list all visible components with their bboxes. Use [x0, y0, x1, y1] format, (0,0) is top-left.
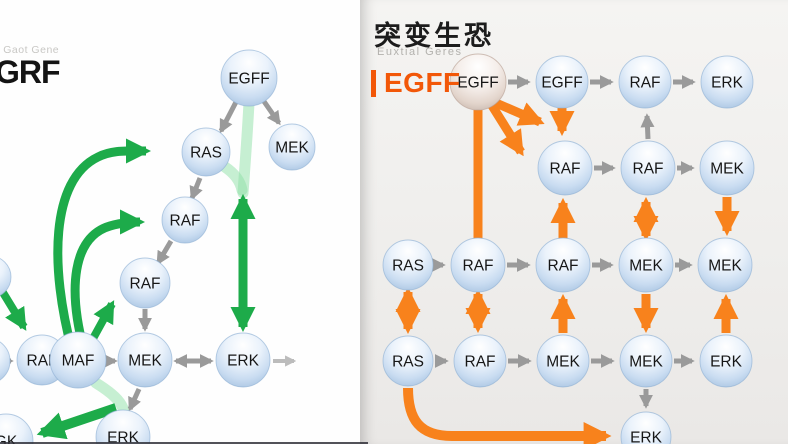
node-label: EGFF — [228, 71, 269, 88]
node-raf: RAF — [618, 55, 672, 109]
arrow-orange — [487, 101, 525, 157]
node-label: RAF — [633, 161, 664, 178]
right-panel-title: 突变生恐 — [374, 21, 494, 51]
node-erk: ERK — [215, 332, 271, 388]
node-gk: GK — [0, 413, 34, 444]
node-ras: RAS — [382, 239, 434, 291]
node-unlabeled — [0, 258, 12, 296]
arrow-gray — [218, 100, 239, 134]
badge-gene-label: EGFF — [384, 67, 461, 98]
node-mek: MEK — [536, 334, 590, 388]
node-raf: RAF — [620, 140, 676, 196]
node-unlabeled — [0, 341, 11, 381]
node-label: EGFF — [541, 75, 582, 92]
node-label: ERK — [711, 75, 744, 92]
arrow-light-green — [90, 377, 130, 417]
node-label: MEK — [546, 354, 580, 371]
node-label: RAS — [392, 354, 424, 371]
node-raf: RAF — [119, 257, 171, 309]
arrow-light-green — [219, 161, 248, 196]
node-label: ERK — [710, 354, 743, 371]
arrow-green — [53, 138, 152, 352]
node-erk: ERK — [620, 411, 672, 444]
node-mek: MEK — [697, 237, 753, 293]
node-maf: MAF — [49, 331, 107, 389]
node-mek: MEK — [619, 334, 673, 388]
node-label: GK — [0, 434, 18, 444]
node-label: MEK — [275, 140, 309, 157]
arrow-green — [0, 288, 28, 331]
node-ras: RAS — [382, 335, 434, 387]
left-panel-subtitle: j Gaot Gene — [0, 44, 60, 56]
node-erk: ERK — [700, 55, 754, 109]
node-label: RAS — [392, 258, 424, 275]
left-panel-title: GRF — [0, 54, 61, 90]
node-label: RAF — [465, 354, 496, 371]
node-mek: MEK — [618, 237, 674, 293]
arrow-green — [70, 209, 146, 352]
node-raf: RAF — [537, 140, 593, 196]
node-label: ERK — [107, 430, 140, 444]
node-mek: MEK — [699, 140, 755, 196]
node-label: ERK — [227, 353, 260, 370]
node-label: RAF — [130, 276, 161, 293]
arrow-gray — [127, 387, 142, 412]
node-label: MEK — [629, 354, 663, 371]
node-label: RAF — [463, 258, 494, 275]
arrow-orange — [403, 387, 612, 444]
node-label: RAF — [170, 213, 201, 230]
arrow-gray — [155, 239, 174, 266]
node-label: RAF — [550, 161, 581, 178]
node-raf: RAF — [161, 196, 209, 244]
node-label: RAF — [630, 75, 661, 92]
node-erk: ERK — [95, 409, 151, 444]
node-label: RAS — [190, 145, 222, 162]
right-panel-subtitle: Euxtial Geres — [377, 46, 463, 58]
node-raf: RAF — [453, 334, 507, 388]
node-egff: EGFF — [449, 53, 507, 111]
arrow-gray — [189, 177, 203, 201]
node-erk: ERK — [699, 334, 753, 388]
arrow-gray — [260, 98, 282, 126]
node-label: MEK — [708, 258, 742, 275]
arrow-green — [36, 403, 118, 440]
node-label: MEK — [629, 258, 663, 275]
arrow-gray — [640, 113, 655, 140]
arrow-orange — [487, 95, 545, 127]
node-label: MEK — [128, 353, 162, 370]
node-label: MEK — [710, 161, 744, 178]
node-egff: EGFF — [220, 49, 278, 107]
node-label: RAF — [548, 258, 579, 275]
node-mek: MEK — [117, 332, 173, 388]
right-panel-gene-badge: EGFF — [371, 67, 461, 99]
node-egff: EGFF — [535, 55, 589, 109]
node-label: MAF — [62, 353, 95, 370]
node-ras: RAS — [181, 127, 231, 177]
badge-accent-bar-icon — [371, 69, 376, 97]
node-raf: RAF — [450, 237, 506, 293]
node-label: EGFF — [457, 75, 498, 92]
node-raf: RAF — [535, 237, 591, 293]
node-label: ERK — [630, 430, 663, 444]
bottom-edge-bar — [0, 441, 368, 444]
node-mek: MEK — [268, 123, 316, 171]
